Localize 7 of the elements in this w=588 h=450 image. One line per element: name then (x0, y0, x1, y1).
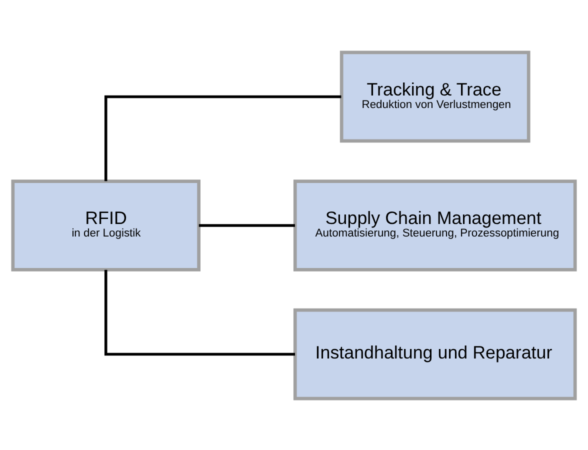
node-box: Supply Chain Management Automatisierung, Steuerung, Prozessoptimierung (293, 179, 577, 271)
connector (104, 94, 342, 181)
node-box: RFID in der Logistik (11, 179, 200, 271)
connector (198, 224, 295, 226)
connector (104, 269, 295, 356)
node-box: Tracking & Trace Reduktion von Verlustmengen (340, 50, 530, 142)
node-box: Instandhaltung und Reparatur (293, 308, 577, 400)
